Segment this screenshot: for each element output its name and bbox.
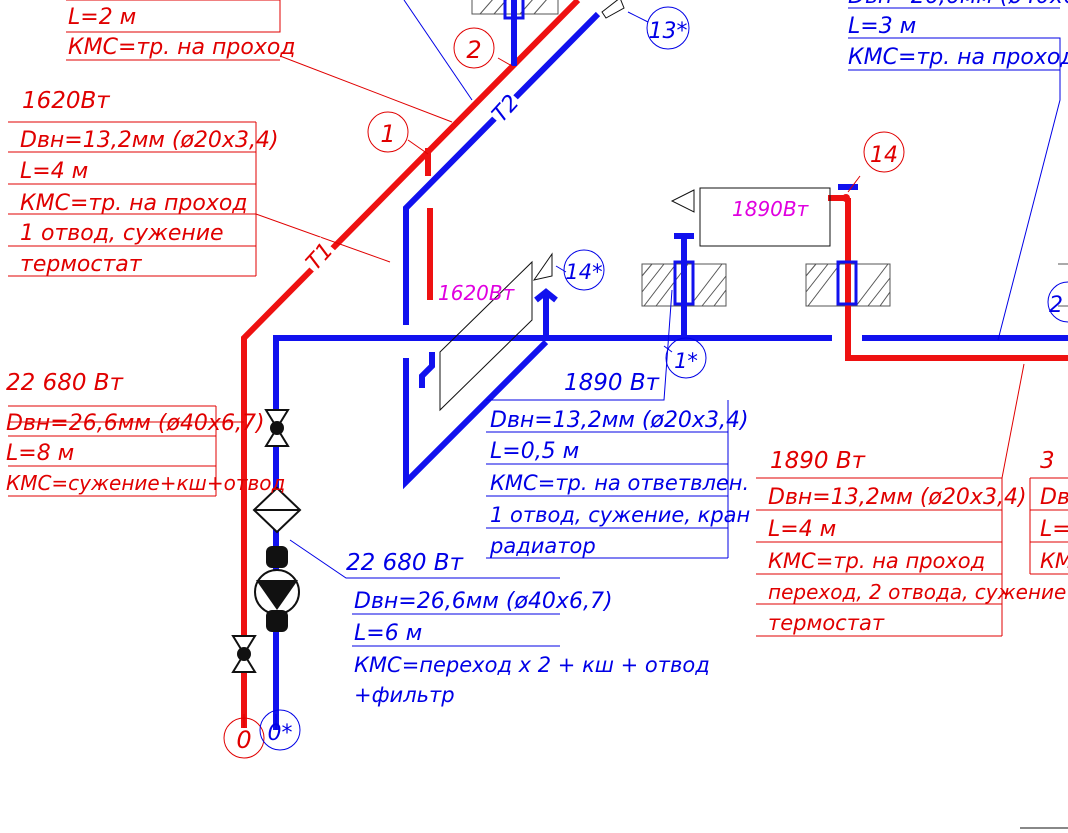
radiator-top [601, 0, 625, 19]
label-line: КМС=тр. на проход [768, 549, 985, 573]
node-label-14s: 14* [565, 260, 602, 284]
label-line: термостат [20, 252, 143, 277]
label-line: 1 отвод, сужение, кран [490, 503, 750, 527]
label-line: L=3 м [848, 14, 916, 39]
node-label-13s: 13* [649, 19, 688, 44]
label-line: КМС=тр. на проход [848, 45, 1068, 70]
label-line: КМС=тр. на ответвлен. [490, 471, 749, 495]
label-line: +фильтр [354, 683, 455, 707]
label-line: L=0,5 м [490, 439, 579, 464]
radiator-left [439, 252, 553, 412]
node-circle-2 [453, 27, 495, 69]
label-line: Dв [1040, 485, 1068, 510]
node-circle-0 [223, 717, 265, 759]
pipe-sleeve-left [673, 260, 695, 306]
ball-valve-return [264, 409, 290, 447]
node-circle-0s [259, 709, 301, 751]
label-block-blue-top: Dвн=26,6мм (ø40х6,7) L=3 м КМС=тр. на пр… [848, 0, 1068, 70]
label-block-blue-1890: 1890 Вт Dвн=13,2мм (ø20х3,4) L=0,5 м КМС… [489, 370, 750, 558]
filter [252, 486, 302, 534]
node-circle-13s [646, 6, 690, 50]
pipe-sleeve-right [836, 260, 858, 306]
label-line: КМС=тр. на проход [68, 35, 296, 60]
label-line: переход, 2 отвода, сужение [768, 580, 1066, 604]
label-block-red-right: 3 Dв L= КМ [1040, 448, 1068, 573]
node-label-1: 1 [380, 120, 395, 148]
label-line: радиатор [489, 534, 596, 558]
label-line: Dвн=13,2мм (ø20х3,4) [768, 485, 1027, 510]
supply-pipe [241, 0, 1068, 728]
node-label-0s: 0* [268, 721, 293, 746]
node-circle-1s [665, 337, 707, 379]
node-label-0: 0 [236, 726, 251, 754]
wall-section-edge [1058, 263, 1068, 307]
label-heading: 3 [1040, 448, 1055, 474]
label-line: КМС=переход х 2 + кш + отвод [354, 653, 710, 677]
node-circle-2-blue [1047, 281, 1068, 323]
label-line: L=8 м [6, 441, 74, 466]
radiator-right-power: 1890Вт [732, 197, 810, 221]
label-line: КМС=тр. на проход [20, 191, 248, 216]
label-line: 1 отвод, сужение [20, 221, 224, 246]
label-block-red-1890: 1890 Вт Dвн=13,2мм (ø20х3,4) L=4 м КМС=т… [768, 448, 1066, 635]
label-heading: 22 680 Вт [6, 370, 124, 396]
label-line: Dвн=26,6мм (ø40х6,7) [848, 0, 1068, 9]
ball-valve-supply [231, 635, 257, 673]
node-circle-14 [863, 131, 905, 173]
label-line: Dвн=26,6мм (ø40х6,7) [354, 589, 613, 614]
radiator-left-power: 1620Вт [438, 281, 516, 305]
node-label-14: 14 [870, 143, 898, 168]
label-line: L=4 м [20, 159, 88, 184]
label-line: Dвн=13,2мм (ø20х3,4) [490, 408, 749, 433]
label-heading: 1620Вт [22, 88, 110, 114]
label-block-red-top: L=2 м КМС=тр. на проход [68, 5, 296, 60]
label-line: Dвн=13,2мм (ø20х3,4) [20, 128, 279, 153]
node-label-2-blue: 2 [1049, 293, 1063, 318]
label-block-blue-22680: 22 680 Вт Dвн=26,6мм (ø40х6,7) L=6 м КМС… [346, 550, 710, 707]
label-block-red-22680: 22 680 Вт Dвн=26,6мм (ø40х6,7) L=8 м КМС… [6, 370, 285, 495]
table-rules [8, 0, 1068, 647]
node-circle-14s [563, 249, 605, 291]
pipe-sleeve-top [503, 0, 525, 20]
node-circle-1 [367, 111, 409, 153]
label-line: L=6 м [354, 621, 422, 646]
label-line: L=2 м [68, 5, 136, 30]
label-block-red-1620: 1620Вт Dвн=13,2мм (ø20х3,4) L=4 м КМС=тр… [20, 88, 279, 277]
node-label-2: 2 [466, 36, 481, 64]
label-line: КМ [1040, 549, 1068, 573]
label-heading: 1890 Вт [564, 370, 660, 396]
radiator-right [670, 187, 850, 247]
label-heading: 22 680 Вт [346, 550, 464, 576]
leader-lines [8, 0, 1061, 730]
label-line: L= [1040, 517, 1068, 542]
node-markers: 1 2 14 0 13* 14* 1* 0* 2 [223, 6, 1068, 759]
label-line: Dвн=26,6мм (ø40х6,7) [6, 411, 265, 436]
label-heading: 1890 Вт [770, 448, 866, 474]
label-line: L=4 м [768, 517, 836, 542]
circulation-pump [254, 546, 300, 632]
label-line: КМС=сужение+кш+отвод [6, 471, 285, 495]
label-line: термостат [768, 611, 885, 635]
node-label-1s: 1* [674, 349, 698, 373]
